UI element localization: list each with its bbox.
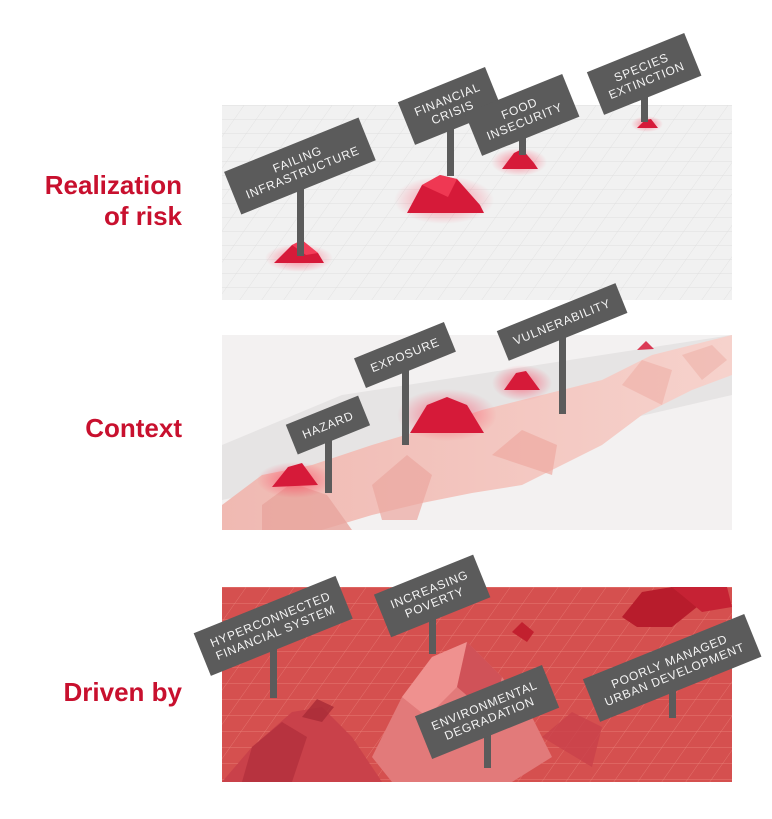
terrain-peak xyxy=(622,587,697,627)
signpost-pole xyxy=(429,596,436,654)
signpost-pole xyxy=(447,106,454,176)
signpost-pole xyxy=(270,626,277,698)
terrain-peak xyxy=(512,622,534,642)
peak-food-insecurity xyxy=(502,149,538,169)
row-label-line: Context xyxy=(85,413,182,443)
peak-exposure xyxy=(410,397,484,433)
peak-vulnerability xyxy=(504,371,540,390)
peak-species-extinction xyxy=(637,119,658,128)
peak-hazard xyxy=(272,463,318,487)
row-label-line: Realization xyxy=(44,170,182,200)
signpost-pole xyxy=(669,668,676,718)
row-label-line: Driven by xyxy=(63,677,183,707)
row-label-realization-of-risk: Realization of risk xyxy=(45,170,182,232)
signpost-pole xyxy=(559,322,566,414)
signpost-pole xyxy=(484,712,491,768)
signpost-pole xyxy=(325,425,332,493)
signpost-pole xyxy=(402,355,409,445)
signpost-pole xyxy=(297,166,304,256)
row-label-line: of risk xyxy=(103,201,182,231)
row-label-context: Context xyxy=(85,413,182,444)
row-label-driven-by: Driven by xyxy=(64,677,183,708)
